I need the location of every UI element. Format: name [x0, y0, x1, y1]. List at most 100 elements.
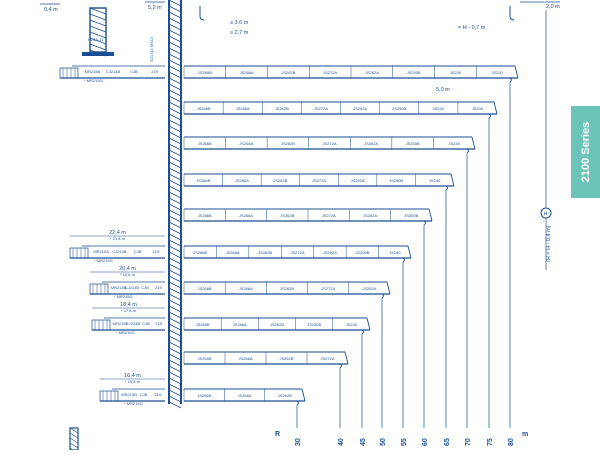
counterweight-block — [69, 247, 89, 259]
tower-lacing — [168, 401, 182, 409]
jib-segment-label: JS262A — [323, 250, 337, 255]
tower-lacing — [168, 143, 182, 151]
series-label: 2100 Series — [579, 121, 592, 183]
tower-lacing — [168, 209, 182, 217]
counterjib-label: 219 — [155, 285, 162, 290]
tower-lacing — [168, 197, 182, 205]
bottom-mast-lacing — [69, 432, 79, 439]
tower-lacing — [168, 365, 182, 373]
tower-lacing — [168, 371, 182, 379]
tower-lacing — [168, 155, 182, 163]
axis-tick-label: 55 — [401, 438, 408, 446]
tower-lacing — [168, 275, 182, 283]
tower-lacing — [168, 113, 182, 121]
counterweight-block — [91, 319, 111, 331]
jib-tip — [386, 281, 391, 295]
counterjib-label: CJ214B — [125, 285, 140, 290]
tower-lacing — [168, 317, 182, 325]
tower-lacing — [168, 101, 182, 109]
jib-hook — [339, 363, 342, 369]
bottom-mast-lacing — [69, 442, 79, 449]
counterjib-length-alt: * 21,8 m — [110, 236, 126, 241]
tower-lacing — [168, 239, 182, 247]
jib-segment-label: JS266A — [238, 356, 252, 361]
jib-segment-label: JS272A — [314, 106, 328, 111]
jib-segment-label: JS262A — [353, 106, 367, 111]
series-tab: 2100 Series — [571, 106, 600, 198]
counterjib-alt-label: * MR215G — [116, 330, 135, 335]
height-label-1: ≥ 3,6 m — [230, 20, 249, 26]
tower-lacing — [168, 263, 182, 271]
counterjib-label: 219 — [151, 69, 158, 74]
jib-hook — [509, 77, 512, 83]
jib-segment-label: JS266B — [196, 322, 210, 327]
counterjib-length-alt: * 17,8 m — [121, 308, 137, 313]
jib-tip — [450, 173, 455, 187]
counterjib-label: MR215D — [121, 392, 137, 397]
jib-segment-label: JS272A — [321, 286, 335, 291]
jib-segment-label: JS262A — [365, 70, 379, 75]
counterweight-block — [89, 283, 109, 295]
jib-tip — [301, 388, 306, 402]
h-circle-label: H — [544, 212, 548, 218]
jib-segment-label: JS230 — [472, 106, 484, 111]
tower-lacing — [168, 335, 182, 343]
tower-lacing — [168, 71, 182, 79]
jib-segment-label: JS262B — [258, 250, 272, 255]
tower-lacing — [168, 299, 182, 307]
tower-lacing — [168, 203, 182, 211]
dim-top-left: 0,4 m — [44, 7, 58, 13]
counterjib-label: CJB — [142, 321, 150, 326]
tower-lacing — [168, 83, 182, 91]
tower-lacing — [168, 185, 182, 193]
tower-lacing — [168, 17, 182, 25]
jib-segment-label: JS250B — [404, 213, 418, 218]
dim-top-right: 2,0 m — [546, 4, 560, 10]
tower-lacing — [168, 305, 182, 313]
tower-lacing — [168, 389, 182, 397]
top-hook-right — [509, 6, 515, 21]
axis-tick-label: 45 — [360, 438, 367, 446]
jib-segment-label: JS262B — [280, 286, 294, 291]
jib-tip — [471, 136, 476, 150]
tower-lacing — [168, 137, 182, 145]
jib-tip — [514, 65, 519, 79]
jib-segment-label: JS262B — [281, 70, 295, 75]
counterjib-label: 219 — [154, 392, 161, 397]
counterjib-alt-label: * MR215G — [94, 258, 113, 263]
jib-segment-label: JS262B — [281, 141, 295, 146]
small-mast-lacing — [89, 43, 107, 51]
bottom-mast-lacing — [69, 427, 79, 434]
mast-label: H20A-11 — [88, 37, 104, 42]
jib-segment-label: JS240 — [429, 178, 441, 183]
vertical-mast-text: S21 Q2 MSCt — [149, 36, 154, 62]
jib-hook — [445, 185, 448, 191]
tower-lacing — [168, 227, 182, 235]
axis-tick-label: 65 — [444, 438, 451, 446]
jib-segment-label: JS266A — [239, 213, 253, 218]
tower-lacing — [168, 29, 182, 37]
jib-segment-label: JS250B — [355, 250, 369, 255]
jib-segment-label: JS250B — [389, 178, 403, 183]
small-mast-base — [82, 52, 114, 56]
counterjib-label: CJB — [134, 249, 142, 254]
tower-lacing — [168, 359, 182, 367]
jib-segment-label: JS250B — [407, 70, 421, 75]
counterjib-label: CJB — [140, 392, 148, 397]
jib-segment-label: JS266A — [235, 178, 249, 183]
right-height-formula: (H = H - 0,4 m) — [546, 225, 552, 262]
jib-segment-label: JS262A — [362, 286, 376, 291]
jib-segment-label: JS250B — [392, 106, 406, 111]
axis-tick-label: 80 — [508, 438, 515, 446]
jib-tip — [366, 317, 371, 331]
tower-lacing — [168, 11, 182, 19]
counterjib-label: CJ214B — [126, 321, 141, 326]
counterjib-label: CJB — [130, 69, 138, 74]
jib-segment-label: JS262B — [279, 356, 293, 361]
counterjib-label: CJB — [141, 285, 149, 290]
tower-lacing — [168, 65, 182, 73]
tower-lacing — [168, 257, 182, 265]
tower-lacing — [168, 23, 182, 31]
tower-lacing — [168, 341, 182, 349]
row-5m-dim: 5,0 m — [436, 87, 450, 93]
